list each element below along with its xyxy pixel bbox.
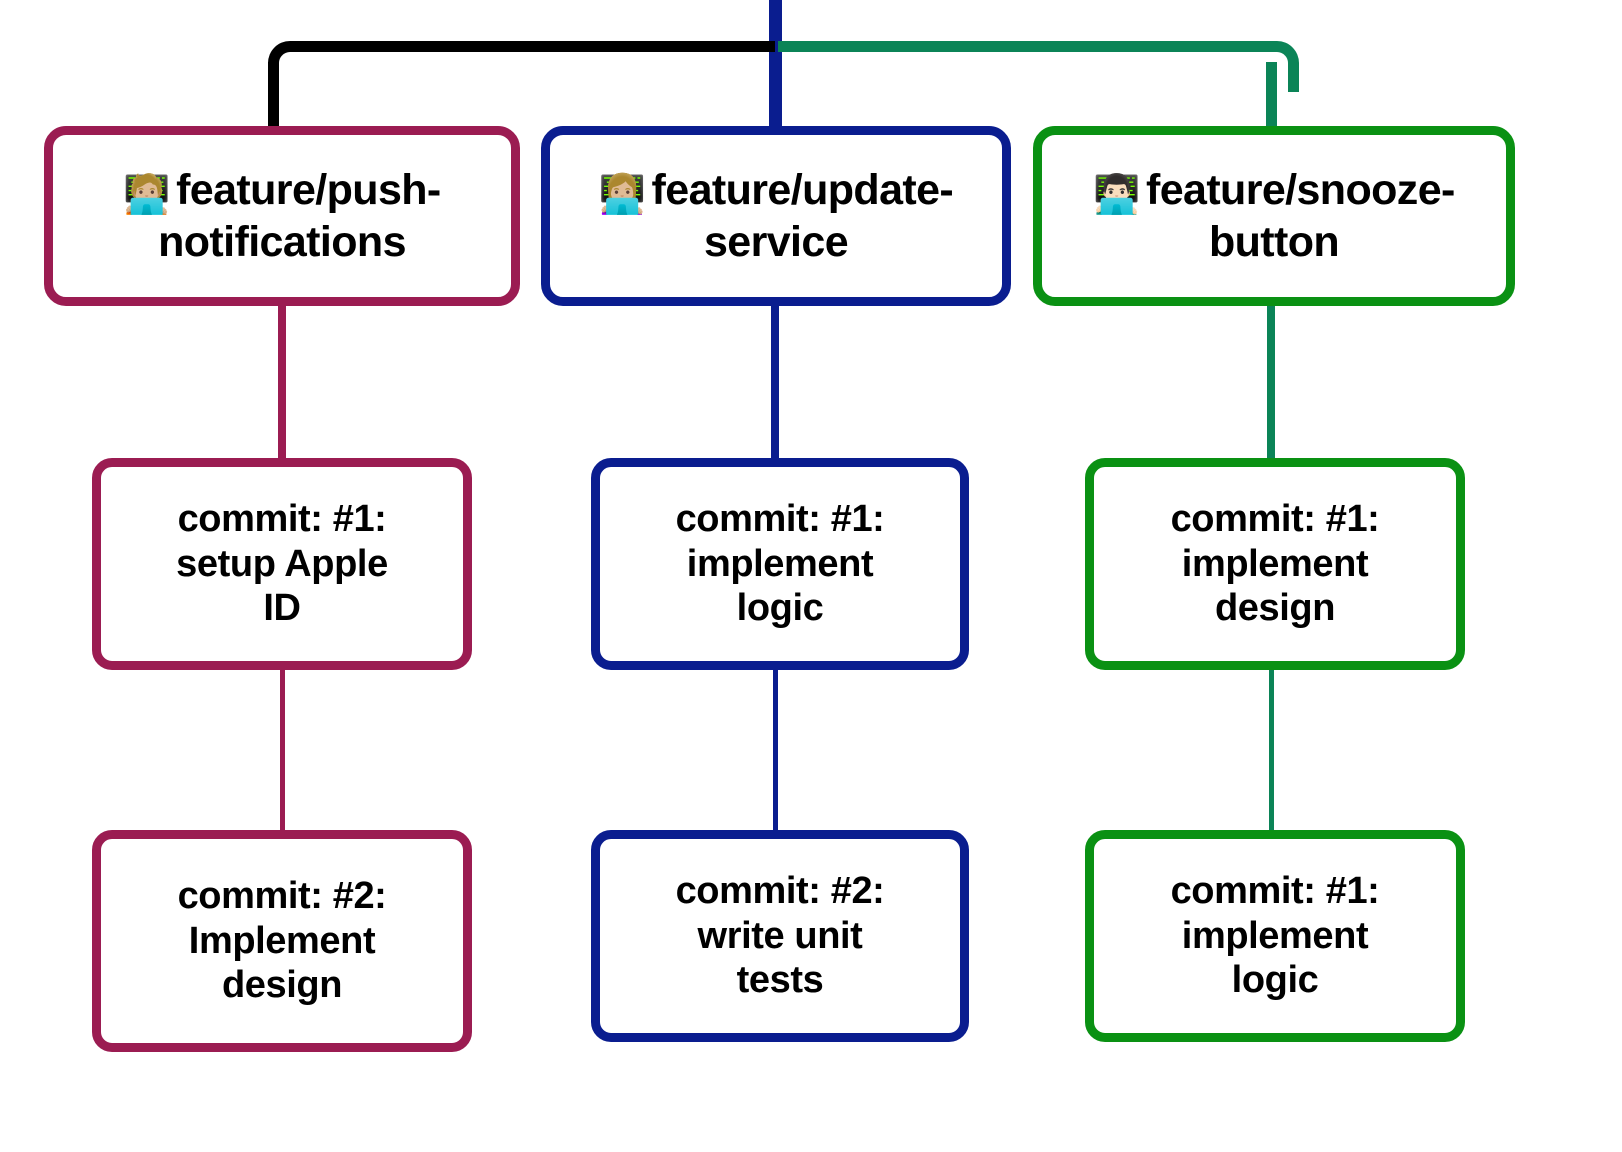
connector-push-horizontal (290, 41, 775, 52)
branch-node-update-service[interactable]: 👩🏼‍💻feature/update-service (541, 126, 1011, 306)
commit-line-1: commit: #1: (177, 497, 387, 540)
edge-update-commit1-to-commit2 (773, 670, 778, 830)
commit-node-content: commit: #1: implement design (1114, 497, 1436, 631)
commit-line-3: logic (1231, 959, 1319, 1002)
commit-line-3: design (1214, 587, 1336, 630)
edge-snooze-commit1-to-commit2 (1269, 670, 1274, 830)
edge-push-commit1-to-commit2 (280, 670, 285, 830)
branch-node-content: 👨🏻‍💻feature/snooze-button (1060, 165, 1488, 268)
commit-node-push-2[interactable]: commit: #2: Implement design (92, 830, 472, 1052)
commit-line-2: implement (1181, 542, 1369, 585)
commit-line-1: commit: #2: (675, 869, 885, 912)
branch-label-push-notifications: feature/push-notifications (158, 165, 441, 266)
person-with-laptop-emoji: 🧑🏼‍💻 (123, 171, 171, 216)
commit-line-2: implement (1181, 914, 1369, 957)
commit-node-content: commit: #1: setup Apple ID (121, 497, 443, 631)
commit-line-3: tests (736, 959, 824, 1002)
commit-line-2: write unit (697, 914, 863, 957)
edge-update-branch-to-commit1 (771, 306, 779, 458)
commit-node-push-1[interactable]: commit: #1: setup Apple ID (92, 458, 472, 670)
woman-with-laptop-emoji: 👩🏼‍💻 (598, 171, 646, 216)
branch-node-content: 👩🏼‍💻feature/update-service (568, 165, 984, 268)
commit-node-snooze-1[interactable]: commit: #1: implement design (1085, 458, 1465, 670)
branch-node-push-notifications[interactable]: 🧑🏼‍💻feature/push-notifications (44, 126, 520, 306)
commit-line-1: commit: #1: (1170, 497, 1380, 540)
commit-line-3: design (221, 964, 343, 1007)
connector-snooze-horizontal (778, 41, 1265, 52)
commit-line-2: setup Apple (176, 542, 388, 585)
commit-node-content: commit: #2: write unit tests (620, 869, 940, 1003)
edge-push-branch-to-commit1 (278, 306, 286, 458)
branch-label-snooze-button: feature/snooze-button (1145, 165, 1455, 266)
commit-node-snooze-2[interactable]: commit: #1: implement logic (1085, 830, 1465, 1042)
commit-node-content: commit: #1: implement logic (620, 497, 940, 631)
commit-line-1: commit: #1: (1170, 869, 1380, 912)
commit-node-content: commit: #2: Implement design (121, 874, 443, 1008)
commit-node-update-1[interactable]: commit: #1: implement logic (591, 458, 969, 670)
commit-node-content: commit: #1: implement logic (1114, 869, 1436, 1003)
main-trunk-vertical (769, 0, 782, 130)
man-with-laptop-emoji: 👨🏻‍💻 (1093, 171, 1140, 216)
connector-push-vertical (268, 62, 279, 132)
commit-line-1: commit: #1: (675, 497, 885, 540)
connector-snooze-vertical (1266, 62, 1277, 132)
commit-line-2: implement (686, 542, 874, 585)
edge-snooze-branch-to-commit1 (1267, 306, 1275, 458)
branch-node-content: 🧑🏼‍💻feature/push-notifications (71, 165, 493, 268)
branch-node-snooze-button[interactable]: 👨🏻‍💻feature/snooze-button (1033, 126, 1515, 306)
connector-snooze-elbow (1254, 41, 1299, 92)
branch-label-update-service: feature/update-service (651, 165, 954, 266)
commit-line-3: logic (736, 587, 824, 630)
commit-line-3: ID (263, 587, 301, 630)
commit-line-1: commit: #2: (177, 874, 387, 917)
commit-line-2: Implement (188, 919, 376, 962)
commit-node-update-2[interactable]: commit: #2: write unit tests (591, 830, 969, 1042)
